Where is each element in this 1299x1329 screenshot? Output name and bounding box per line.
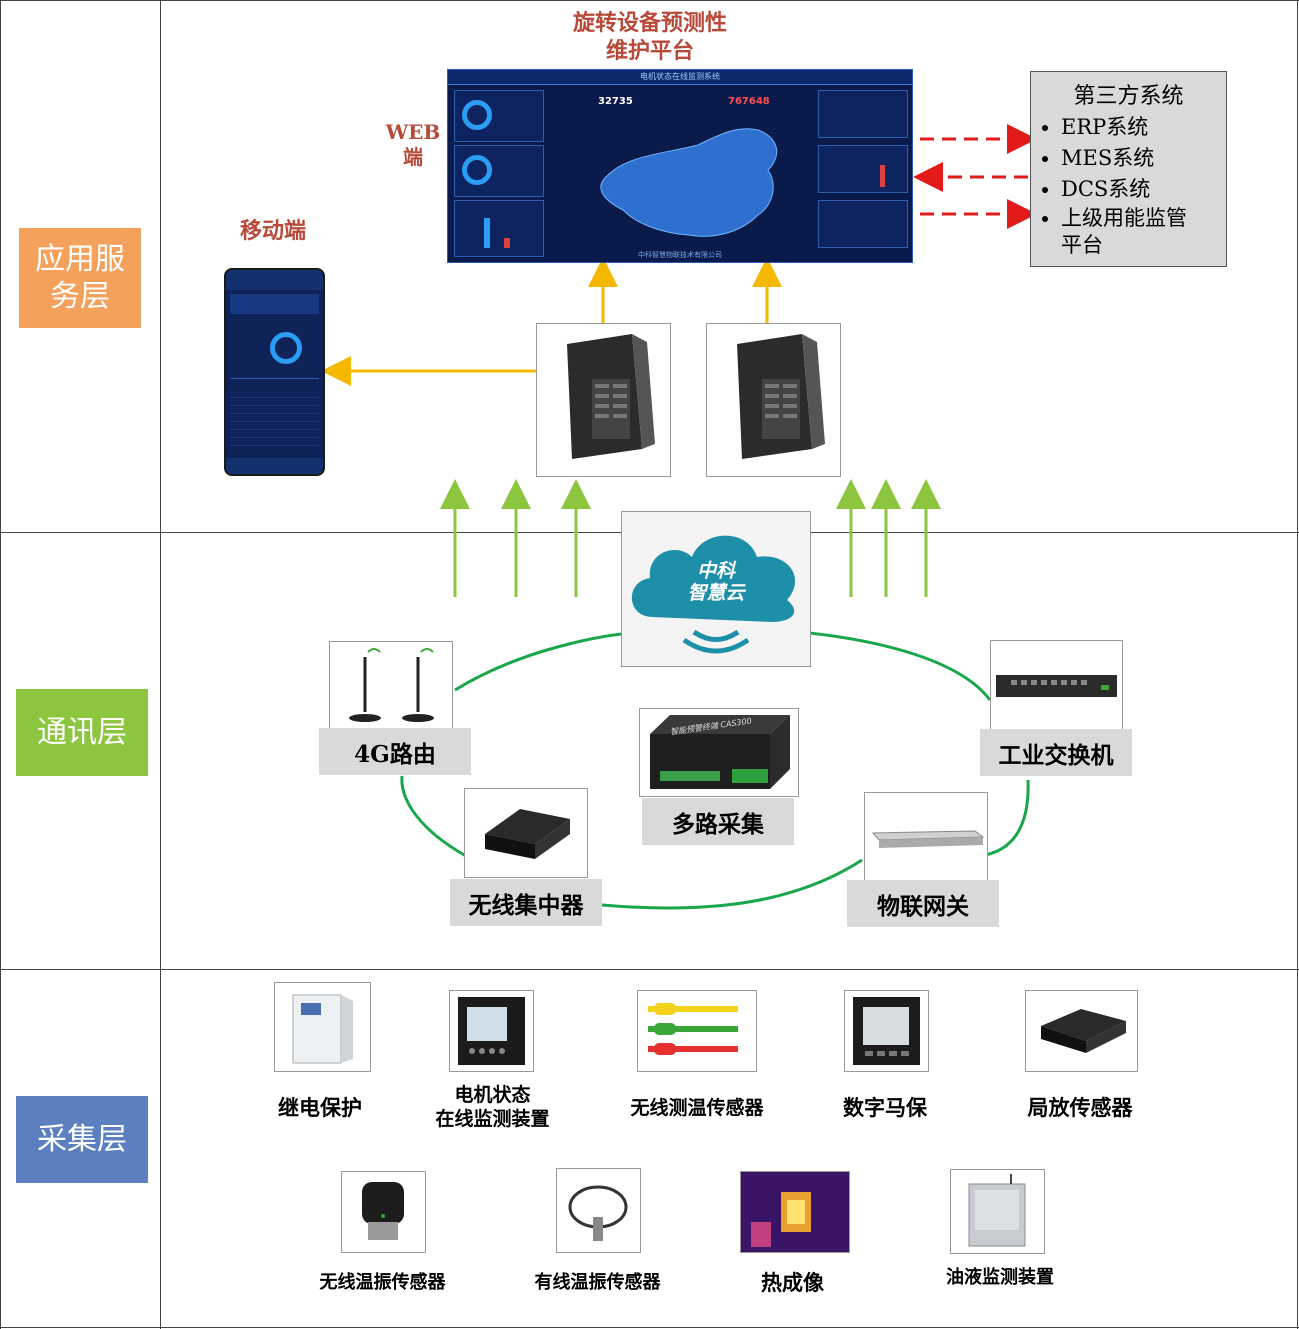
frame-left — [0, 0, 1, 1329]
multi-collector-label: 多路采集 — [642, 798, 794, 845]
device-wired-vibration — [556, 1168, 641, 1253]
cloud-panel: 中科 智慧云 — [621, 511, 811, 667]
caption-wireless-vibration: 无线温振传感器 — [319, 1272, 446, 1293]
router-label: 4G路由 — [319, 728, 471, 775]
third-party-title: 第三方系统 — [1073, 84, 1184, 109]
cloud-icon — [631, 535, 796, 654]
caption-motor-monitor: 电机状态 在线监测装置 — [435, 1084, 550, 1130]
third-party-dcs: DCS系统 — [1061, 174, 1226, 205]
cloud-label: 中科 智慧云 — [687, 560, 745, 604]
caption-wireless-temp: 无线测温传感器 — [630, 1097, 764, 1119]
web-label: WEB端 — [385, 120, 441, 169]
layer-label-collection: 采集层 — [16, 1096, 148, 1183]
mobile-phone — [224, 268, 325, 476]
device-wireless-temp — [637, 990, 757, 1072]
concentrator-image — [464, 788, 588, 878]
caption-wired-vibration: 有线温振传感器 — [534, 1272, 661, 1293]
frame-top — [0, 0, 1299, 1]
platform-title: 旋转设备预测性 维护平台 — [572, 10, 727, 64]
gateway-label: 物联网关 — [847, 880, 999, 927]
third-party-mes: MES系统 — [1061, 143, 1226, 174]
china-map — [600, 128, 778, 237]
dashboard-panel-left — [454, 90, 544, 258]
multi-collector-image: 智能预警终端 CAS300 — [639, 708, 799, 797]
caption-thermal-imaging: 热成像 — [761, 1270, 824, 1295]
third-party-erp: ERP系统 — [1061, 112, 1226, 143]
caption-relay-protection: 继电保护 — [278, 1095, 362, 1120]
concentrator-label: 无线集中器 — [450, 879, 602, 926]
dashboard-stat-1: 32735 — [598, 96, 633, 107]
dashboard-stat-2: 767648 — [728, 96, 770, 107]
server-1 — [536, 323, 671, 477]
device-digital-motor-protector — [844, 990, 929, 1072]
mobile-label: 移动端 — [239, 218, 306, 244]
layer-label-communication: 通讯层 — [16, 689, 148, 776]
router-image — [329, 641, 453, 731]
server-2 — [706, 323, 841, 477]
web-dashboard: 电机状态在线监测系统 32735 767648 中科智慧物联技术有限公司 — [447, 69, 913, 263]
caption-digital-motor-protector: 数字马保 — [843, 1095, 927, 1120]
layer-label-application: 应用服务层 — [19, 228, 141, 328]
dashboard-header-bar — [448, 70, 912, 85]
frame-row-divider-2 — [0, 969, 1299, 970]
device-motor-monitor — [449, 990, 534, 1072]
third-party-box: 第三方系统 ERP系统 MES系统 DCS系统 上级用能监管 平台 — [1030, 71, 1227, 267]
device-oil-monitor — [950, 1169, 1045, 1254]
device-thermal-imaging — [740, 1171, 850, 1253]
dashboard-header: 电机状态在线监测系统 — [640, 72, 720, 81]
frame-column-divider — [160, 0, 161, 1329]
gateway-image — [864, 792, 988, 882]
third-party-energy-platform: 上级用能监管 平台 — [1061, 205, 1226, 259]
switch-image — [990, 640, 1123, 730]
frame-bottom — [0, 1327, 1299, 1328]
dashboard-footer: 中科智慧物联技术有限公司 — [638, 251, 722, 259]
frame-right — [1297, 0, 1298, 1329]
third-party-list: ERP系统 MES系统 DCS系统 上级用能监管 平台 — [1031, 112, 1226, 259]
device-partial-discharge — [1025, 990, 1138, 1072]
network-ring — [400, 630, 1030, 910]
dashboard-panel-right — [818, 90, 908, 258]
caption-oil-monitor: 油液监测装置 — [946, 1267, 1054, 1288]
caption-partial-discharge: 局放传感器 — [1027, 1095, 1133, 1120]
device-relay-protection — [274, 982, 371, 1072]
switch-label: 工业交换机 — [980, 729, 1132, 776]
device-wireless-vibration — [341, 1171, 426, 1253]
